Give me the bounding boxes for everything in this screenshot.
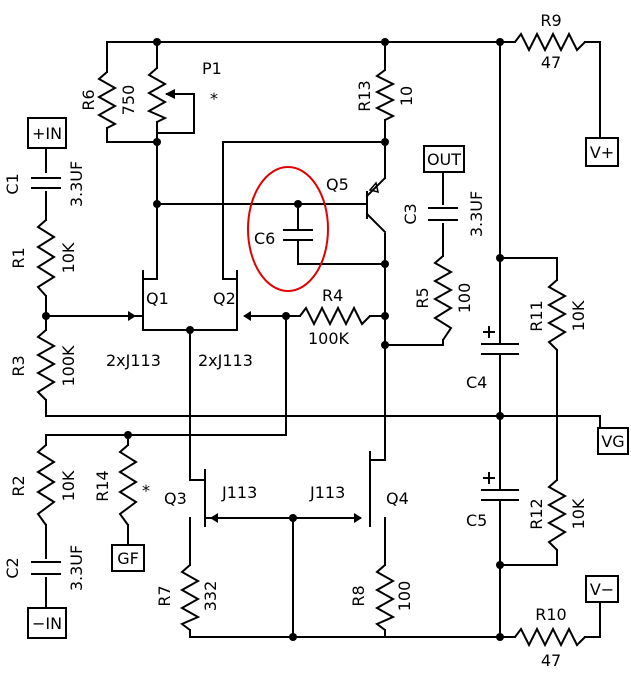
c6-id: C6 bbox=[254, 229, 275, 248]
transistor-q5 bbox=[365, 171, 387, 234]
r8-body bbox=[374, 564, 396, 631]
r13-body bbox=[374, 69, 396, 121]
q2-value: 2xJ113 bbox=[198, 351, 253, 370]
q4-id: Q4 bbox=[386, 489, 409, 508]
r14-select-mark: * bbox=[142, 481, 150, 500]
r4-value: 100K bbox=[308, 329, 350, 348]
c2-value: 3.3UF bbox=[67, 545, 86, 591]
r4-id: R4 bbox=[322, 286, 343, 305]
transistor-q4 bbox=[354, 451, 371, 527]
r10-value: 47 bbox=[541, 651, 561, 670]
c1-value: 3.3UF bbox=[67, 161, 86, 207]
transistor-q1 bbox=[128, 270, 144, 325]
r2-value: 10K bbox=[59, 470, 78, 501]
transistor-q2 bbox=[236, 270, 251, 325]
resistor-bodies bbox=[35, 31, 586, 648]
q1-id: Q1 bbox=[146, 289, 169, 308]
port-in-plus-label: +IN bbox=[32, 124, 62, 143]
r1-body bbox=[36, 219, 56, 297]
port-v-plus: V+ bbox=[585, 137, 619, 167]
r10-id: R10 bbox=[535, 605, 566, 624]
port-v-minus: V− bbox=[585, 575, 619, 603]
port-vg-label: VG bbox=[601, 432, 624, 451]
r12-id: R12 bbox=[527, 498, 546, 529]
q1-value: 2xJ113 bbox=[106, 351, 161, 370]
r8-value: 100 bbox=[395, 581, 414, 612]
r11-value: 10K bbox=[569, 300, 588, 331]
wires bbox=[45, 41, 601, 638]
r13-value: 10 bbox=[397, 86, 416, 106]
c3-id: C3 bbox=[401, 203, 420, 224]
r14-id: R14 bbox=[93, 470, 112, 501]
r11-body bbox=[546, 279, 568, 351]
r2-id: R2 bbox=[9, 475, 28, 496]
c2-id: C2 bbox=[3, 557, 22, 578]
p1-wiper-arrow bbox=[165, 89, 175, 99]
r3-id: R3 bbox=[9, 355, 28, 376]
r3-body bbox=[35, 329, 57, 401]
q5-id: Q5 bbox=[326, 175, 349, 194]
r1-value: 10K bbox=[59, 242, 78, 273]
r7-value: 332 bbox=[201, 581, 220, 612]
port-v-plus-label: V+ bbox=[590, 143, 614, 162]
r6-body bbox=[96, 71, 118, 129]
r13-id: R13 bbox=[355, 80, 374, 111]
r9-id: R9 bbox=[540, 11, 561, 30]
capacitor-bodies bbox=[31, 177, 519, 575]
q4-value: J113 bbox=[309, 483, 345, 502]
r7-body bbox=[179, 564, 201, 631]
p1-select-mark: * bbox=[210, 89, 218, 108]
r8-id: R8 bbox=[349, 585, 368, 606]
r5-id: R5 bbox=[413, 287, 432, 308]
port-gf: GF bbox=[111, 544, 145, 572]
transistor-q3 bbox=[204, 469, 218, 527]
c4-id: C4 bbox=[466, 373, 487, 392]
r12-value: 10K bbox=[569, 498, 588, 529]
r4-body bbox=[299, 305, 371, 327]
r6-id: R6 bbox=[79, 89, 98, 110]
component-labels: R6 750 P1 * R13 10 R9 47 C1 3.3UF R1 10K… bbox=[3, 11, 588, 670]
r6-value: 750 bbox=[119, 85, 138, 116]
port-out: OUT bbox=[423, 145, 465, 173]
r1-id: R1 bbox=[9, 247, 28, 268]
r14-body bbox=[118, 444, 138, 526]
r10-body bbox=[514, 626, 586, 648]
port-in-minus: −IN bbox=[27, 607, 67, 639]
port-in-plus: +IN bbox=[27, 117, 67, 149]
p1-body bbox=[146, 67, 168, 123]
port-gf-label: GF bbox=[117, 549, 139, 568]
r11-id: R11 bbox=[527, 300, 546, 331]
r2-body bbox=[36, 444, 56, 526]
r9-value: 47 bbox=[541, 53, 561, 72]
highlight-ellipse bbox=[247, 166, 329, 292]
q3-value: J113 bbox=[221, 483, 257, 502]
q2-id: Q2 bbox=[213, 289, 236, 308]
r12-body bbox=[546, 479, 568, 551]
r7-id: R7 bbox=[155, 585, 174, 606]
port-vg: VG bbox=[597, 427, 629, 455]
r5-body bbox=[432, 255, 454, 341]
port-in-minus-label: −IN bbox=[32, 614, 62, 633]
q3-id: Q3 bbox=[164, 489, 187, 508]
c1-id: C1 bbox=[3, 173, 22, 194]
p1-id: P1 bbox=[202, 59, 222, 78]
port-out-label: OUT bbox=[427, 150, 461, 169]
c5-id: C5 bbox=[466, 511, 487, 530]
junction-dots bbox=[42, 38, 504, 641]
r3-value: 100K bbox=[59, 345, 78, 387]
port-v-minus-label: V− bbox=[590, 580, 614, 599]
r5-value: 100 bbox=[455, 283, 474, 314]
c3-value: 3.3UF bbox=[467, 191, 486, 237]
r9-body bbox=[514, 31, 586, 53]
